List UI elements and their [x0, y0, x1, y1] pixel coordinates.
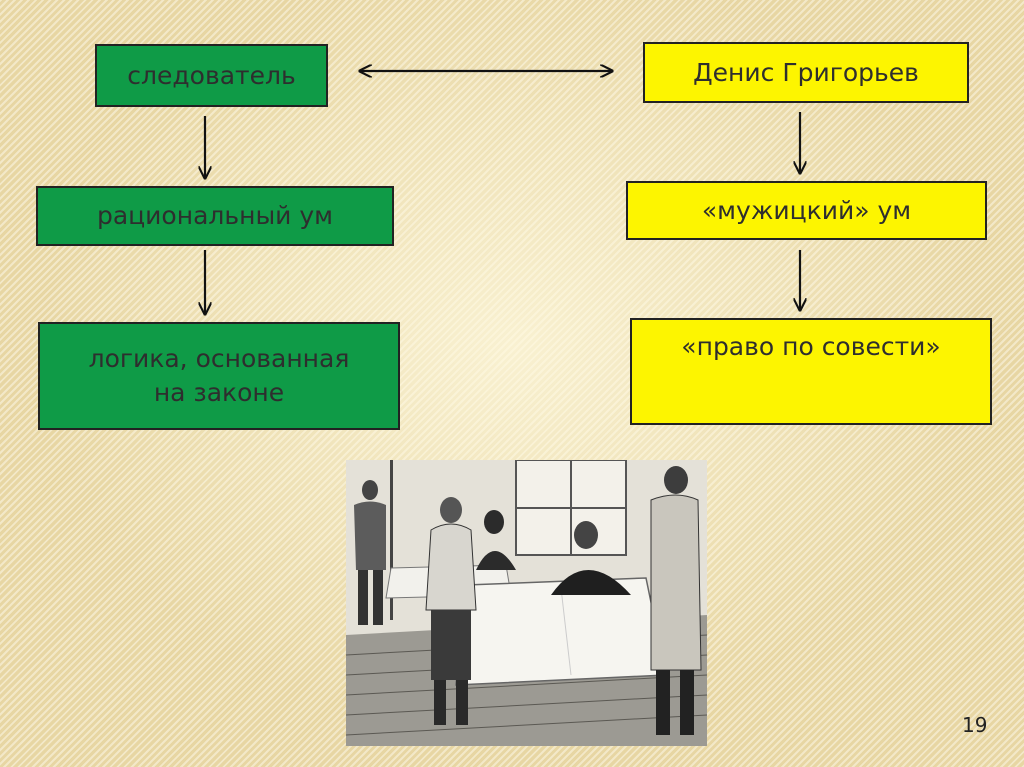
conscience-law-box: «право по совести»: [630, 318, 992, 425]
rational-mind-box: рациональный ум: [36, 186, 394, 246]
interrogation-illustration: [346, 460, 707, 746]
rational-mind-label: рациональный ум: [96, 201, 334, 231]
peasant-mind-box: «мужицкий» ум: [626, 181, 987, 240]
investigator-label: следователь: [127, 60, 296, 90]
denis-grigoriev-box: Денис Григорьев: [643, 42, 969, 103]
logic-law-box: логика, основанная на законе: [38, 322, 400, 430]
investigator-box: следователь: [95, 44, 328, 107]
page-number: 19: [962, 713, 988, 737]
conscience-law-label: «право по совести»: [681, 332, 941, 361]
denis-grigoriev-label: Денис Григорьев: [693, 57, 919, 87]
logic-law-label-line2: на законе: [153, 378, 285, 407]
logic-law-label-line1: логика, основанная: [88, 344, 350, 374]
peasant-mind-label: «мужицкий» ум: [701, 195, 912, 225]
